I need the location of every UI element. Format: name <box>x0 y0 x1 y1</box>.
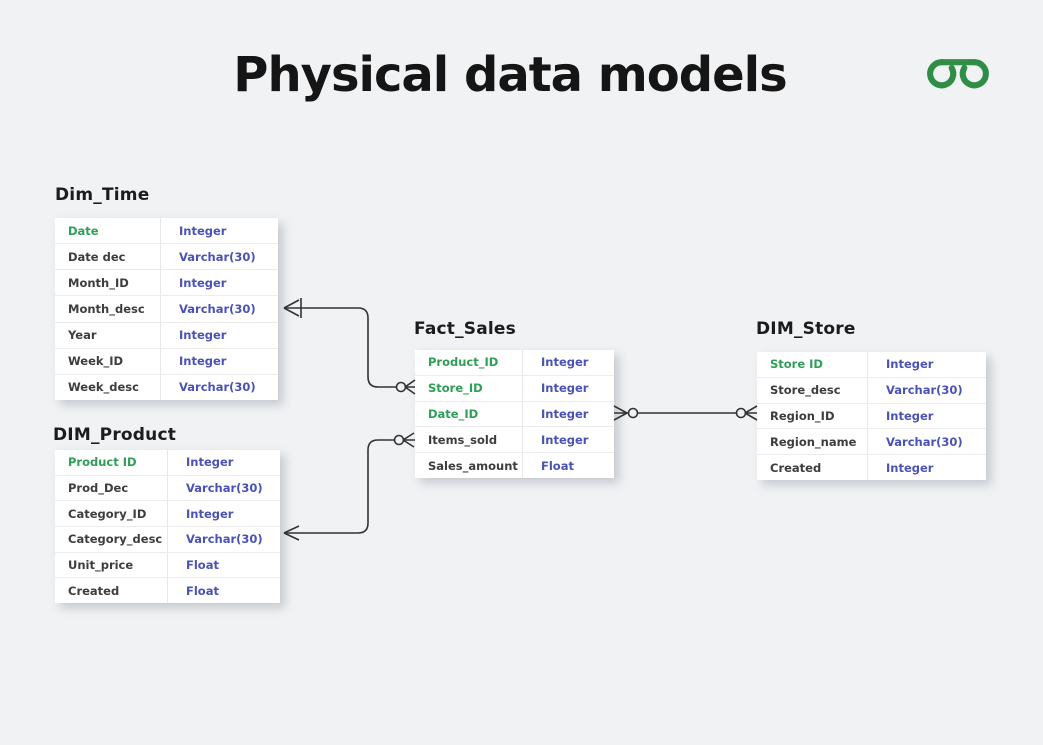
crowfoot-bar-dimtime-end <box>283 298 302 318</box>
field-type: Integer <box>522 350 614 375</box>
table-row: Year Integer <box>55 322 278 349</box>
table-row: Date_ID Integer <box>415 401 614 428</box>
table-row: Month_desc Varchar(30) <box>55 296 278 323</box>
table-row: Week_desc Varchar(30) <box>55 374 278 400</box>
field-type: Integer <box>160 270 278 296</box>
field-name: Items_sold <box>428 432 498 447</box>
field-name: Created <box>770 460 822 475</box>
field-name: Product ID <box>68 455 137 470</box>
crowfoot-dimproduct-end <box>283 525 300 541</box>
field-type: Integer <box>160 322 278 348</box>
field-type: Integer <box>160 218 278 244</box>
field-name: Date <box>68 223 99 238</box>
field-name: Month_desc <box>68 301 145 316</box>
connector-dimproduct-factsales <box>283 432 415 541</box>
field-type: Varchar(30) <box>160 296 278 322</box>
zero-circle <box>735 407 747 419</box>
zero-circle <box>393 434 405 446</box>
zero-circle <box>627 407 639 419</box>
table-row: Sales_amount Float <box>415 453 614 478</box>
table-row: Region_name Varchar(30) <box>757 429 986 456</box>
field-name: Store_desc <box>770 383 841 398</box>
field-type: Varchar(30) <box>160 244 278 270</box>
table-row: Date dec Varchar(30) <box>55 244 278 271</box>
table-title-dim-time: Dim_Time <box>55 185 150 205</box>
field-type: Varchar(30) <box>867 429 986 455</box>
crowfoot-factsales-end <box>402 432 415 448</box>
table-row: Region_ID Integer <box>757 403 986 430</box>
table-row: Store_desc Varchar(30) <box>757 377 986 404</box>
field-type: Integer <box>522 401 614 427</box>
field-type: Varchar(30) <box>167 527 280 552</box>
table-row: Product ID Integer <box>55 450 280 476</box>
field-name: Store ID <box>770 357 823 372</box>
field-name: Region_ID <box>770 408 835 423</box>
field-type: Varchar(30) <box>167 475 280 501</box>
field-type: Float <box>167 578 280 604</box>
field-name: Created <box>68 583 120 598</box>
field-type: Varchar(30) <box>867 377 986 403</box>
table-row: Month_ID Integer <box>55 270 278 297</box>
field-name: Region_name <box>770 434 857 449</box>
field-type: Integer <box>867 455 986 480</box>
entity-table-dim-store: Store ID Integer Store_desc Varchar(30) … <box>757 352 986 480</box>
crowfoot-dimstore-end <box>744 405 758 421</box>
field-type: Float <box>522 453 614 478</box>
field-name: Year <box>68 328 97 343</box>
field-name: Sales_amount <box>428 458 518 473</box>
logo-left-g <box>927 59 957 89</box>
field-type: Float <box>167 552 280 578</box>
field-name: Unit_price <box>68 558 134 573</box>
table-row: Category_desc Varchar(30) <box>55 527 280 553</box>
field-type: Integer <box>867 352 986 377</box>
logo-right-g <box>959 59 989 89</box>
table-row: Store ID Integer <box>757 352 986 378</box>
field-name: Week_ID <box>68 354 124 369</box>
table-title-dim-store: DIM_Store <box>756 319 856 339</box>
field-type: Integer <box>167 501 280 527</box>
table-row: Date Integer <box>55 218 278 245</box>
field-type: Integer <box>522 375 614 401</box>
table-row: Store_ID Integer <box>415 375 614 402</box>
table-row: Prod_Dec Varchar(30) <box>55 475 280 502</box>
entity-table-dim-product: Product ID Integer Prod_Dec Varchar(30) … <box>55 450 280 604</box>
crowfoot-factsales-end <box>613 405 628 421</box>
field-name: Product_ID <box>428 355 499 370</box>
table-row: Product_ID Integer <box>415 350 614 376</box>
field-name: Week_desc <box>68 380 139 395</box>
field-type: Integer <box>522 427 614 453</box>
entity-table-dim-time: Date Integer Date dec Varchar(30) Month_… <box>55 218 278 400</box>
table-row: Created Float <box>55 578 280 604</box>
connector-dimtime-factsales <box>283 298 416 395</box>
table-title-dim-product: DIM_Product <box>53 425 177 445</box>
field-type: Integer <box>867 403 986 429</box>
field-name: Store_ID <box>428 381 483 396</box>
geeksforgeeks-logo <box>927 59 989 89</box>
field-type: Integer <box>160 348 278 374</box>
field-name: Month_ID <box>68 275 129 290</box>
field-name: Prod_Dec <box>68 481 129 495</box>
field-name: Date dec <box>68 249 126 264</box>
entity-table-fact-sales: Product_ID Integer Store_ID Integer Date… <box>415 350 614 478</box>
field-name: Date_ID <box>428 406 479 421</box>
table-row: Items_sold Integer <box>415 427 614 454</box>
table-row: Created Integer <box>757 455 986 480</box>
field-type: Varchar(30) <box>160 374 278 400</box>
field-name: Category_desc <box>68 532 163 547</box>
table-row: Week_ID Integer <box>55 348 278 375</box>
table-row: Unit_price Float <box>55 552 280 579</box>
table-title-fact-sales: Fact_Sales <box>414 319 516 339</box>
page-title: Physical data models <box>233 47 787 103</box>
field-type: Integer <box>167 450 280 475</box>
field-name: Category_ID <box>68 506 147 521</box>
crowfoot-factsales-end <box>404 379 416 395</box>
connector-factsales-dimstore <box>613 405 758 421</box>
zero-circle <box>395 381 407 393</box>
table-row: Category_ID Integer <box>55 501 280 528</box>
